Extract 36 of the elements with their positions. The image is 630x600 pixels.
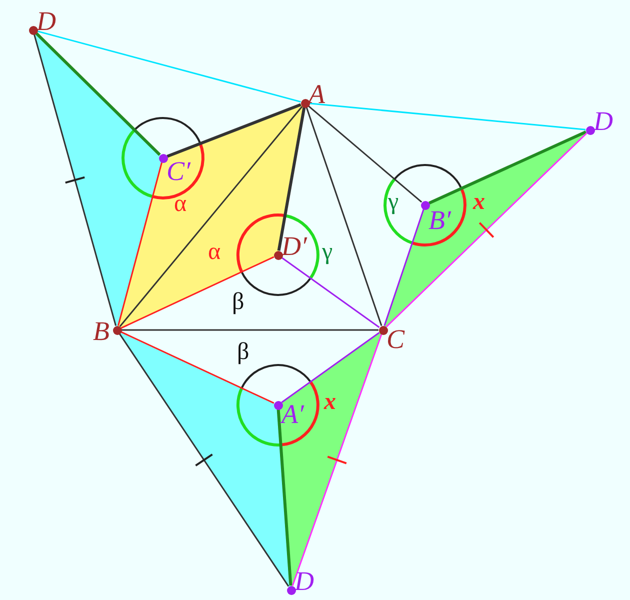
line-segment	[120, 256, 274, 329]
line-segment	[33, 34, 117, 326]
angle-label: β	[232, 290, 244, 314]
line-segment	[309, 102, 586, 130]
angle-label: γ	[388, 190, 399, 214]
line-segment	[281, 332, 380, 403]
line-segment	[117, 162, 163, 326]
line-segment	[120, 331, 274, 404]
line-segment	[428, 130, 587, 204]
point-label: C	[386, 326, 405, 350]
point-label: A′	[282, 402, 304, 426]
line-segment	[308, 105, 422, 203]
line-segment	[277, 107, 306, 251]
angle-label: γ	[322, 240, 333, 264]
line-segment	[281, 257, 380, 328]
line-segment	[306, 107, 382, 326]
angle-label: x	[324, 390, 336, 414]
point-label: C′	[166, 158, 190, 182]
line-segment	[37, 30, 301, 103]
point-label: D′	[282, 234, 307, 258]
point-label: A	[308, 82, 325, 106]
angle-label: β	[237, 340, 250, 364]
line-segment	[166, 103, 302, 158]
angle-label: α	[208, 240, 221, 264]
line-segment	[35, 32, 161, 156]
point-label: B	[93, 318, 110, 342]
line-segment	[276, 409, 292, 586]
line-segment	[122, 329, 378, 331]
line-segment	[292, 334, 382, 586]
point-label: D	[594, 108, 613, 132]
point-label: D	[294, 568, 314, 592]
angle-label: x	[473, 190, 485, 214]
angle-label: α	[174, 192, 187, 216]
point-label: D	[36, 8, 56, 32]
line-segment	[384, 209, 424, 326]
point-label: B′	[428, 208, 451, 232]
